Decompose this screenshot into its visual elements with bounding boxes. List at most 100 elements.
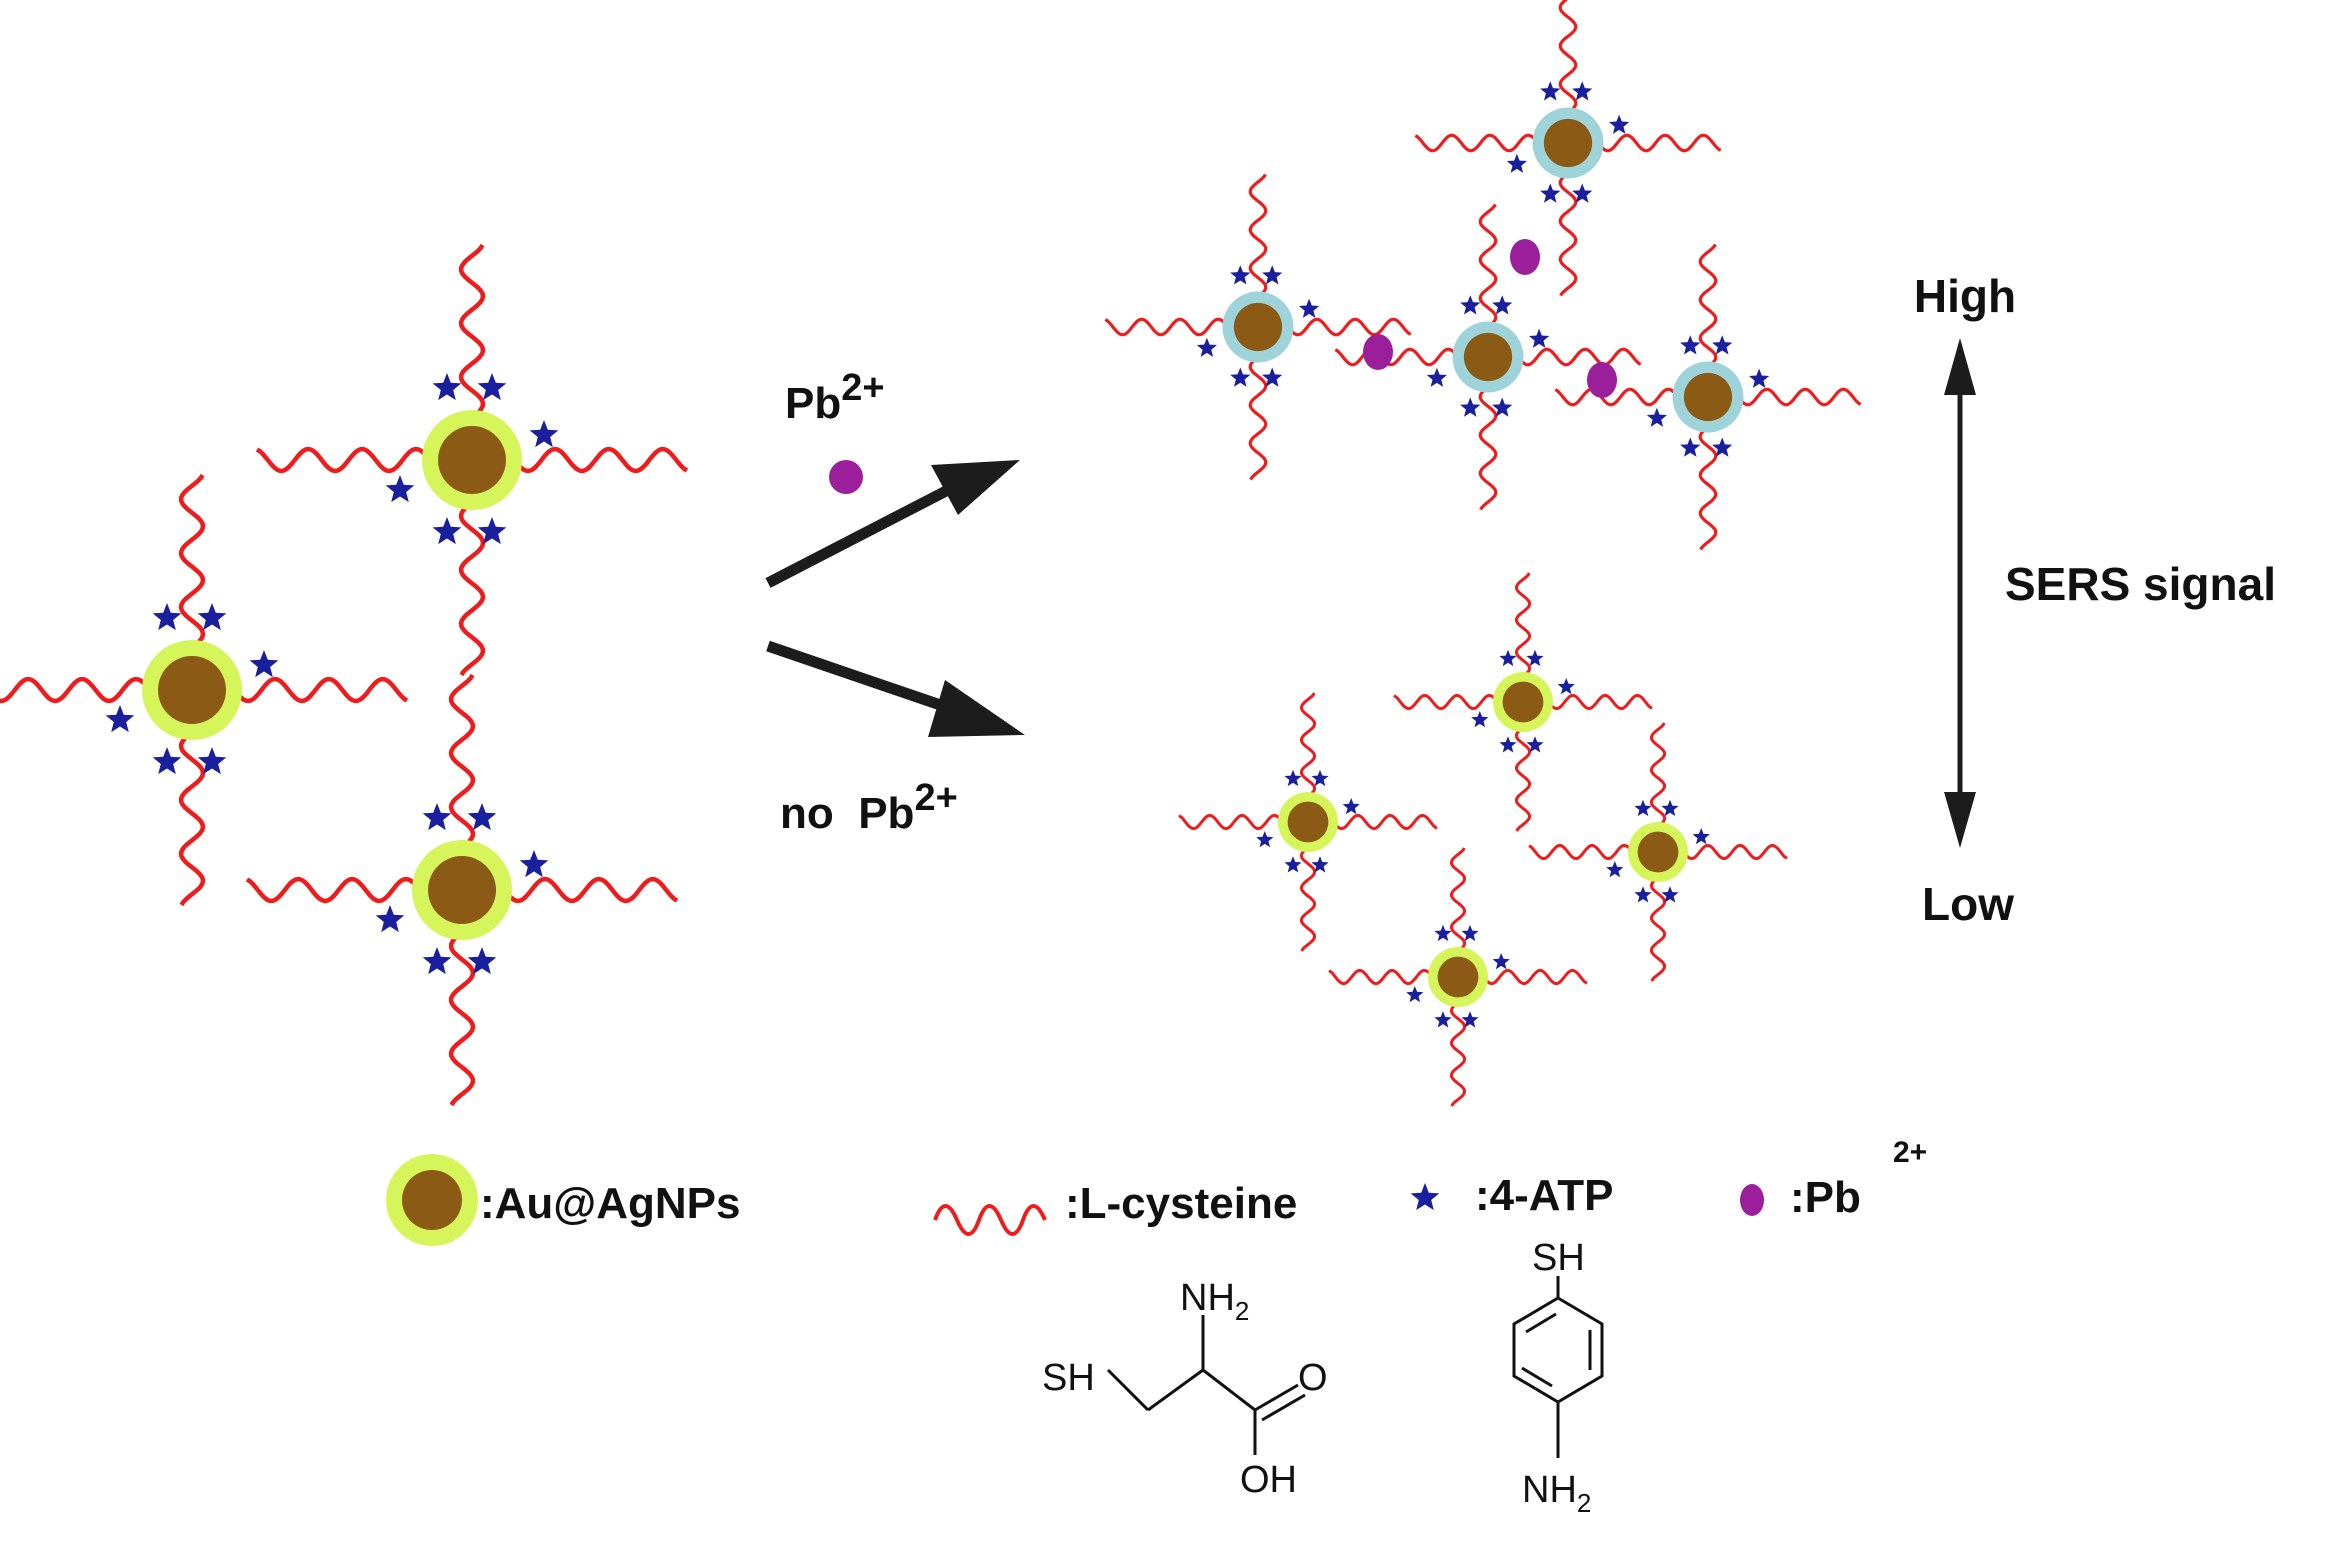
reporter-star <box>1284 769 1302 787</box>
reporter-star <box>1506 153 1527 173</box>
reporter-star <box>375 905 405 933</box>
reporter-star <box>1526 649 1544 667</box>
ligand-chain <box>1698 425 1718 551</box>
reaction-arrows <box>765 460 1025 737</box>
reporter-star <box>152 603 182 631</box>
reporter-star <box>467 803 497 831</box>
nanoparticle <box>1554 243 1862 551</box>
reporter-star <box>1749 368 1770 388</box>
ligand-chain <box>1393 693 1499 711</box>
legend-reporter-star <box>1410 1183 1440 1211</box>
nanoparticle <box>1104 173 1412 481</box>
ligand-chain <box>1682 843 1788 861</box>
ligand-chain <box>1299 692 1317 798</box>
bridging-lead-ion <box>1363 334 1393 370</box>
ligand-chain <box>1248 355 1268 481</box>
cysteine-structure <box>1106 1315 1306 1455</box>
reporter-star <box>477 517 507 545</box>
sers-signal-axis: High Low SERS signal <box>1914 270 2276 930</box>
lead-ion-layer <box>1363 239 1617 398</box>
arrowhead-without-lead <box>928 680 1025 737</box>
reporter-star <box>1634 799 1652 817</box>
reporter-star <box>1646 407 1667 427</box>
ligand-chain <box>245 876 422 904</box>
atp-sh: SH <box>1532 1237 1585 1279</box>
ligand-chain <box>1478 385 1498 511</box>
reporter-star <box>422 947 452 975</box>
legend-nanoparticle-core <box>402 1170 462 1230</box>
cysteine-sh: SH <box>1042 1357 1095 1399</box>
nanoparticle <box>245 673 679 1107</box>
nanoparticle <box>255 243 689 677</box>
reporter-star <box>1299 298 1320 318</box>
ligand-chain <box>1328 968 1434 986</box>
legend-ligand-label: :L-cysteine <box>1065 1179 1297 1228</box>
nanoparticle <box>1178 692 1438 952</box>
reporter-star <box>432 373 462 401</box>
cysteine-nh2: NH2 <box>1180 1277 1249 1326</box>
reporter-star <box>1461 1011 1479 1028</box>
ligand-chain <box>1248 173 1268 299</box>
arrow-without-lead <box>766 640 957 716</box>
reporter-star <box>1606 861 1624 878</box>
ligand-chain <box>1414 133 1540 153</box>
atp-nh2: NH2 <box>1522 1469 1591 1518</box>
reporter-star <box>1461 924 1479 942</box>
ligand-chain <box>1449 847 1467 953</box>
reporter-star <box>1434 924 1452 942</box>
reporter-star <box>385 475 415 503</box>
ligand-chain <box>1516 347 1642 367</box>
legend-ligand-wave <box>933 1204 1047 1236</box>
reporter-star <box>529 420 559 448</box>
reporter-star <box>1661 886 1679 903</box>
reporter-star <box>432 517 462 545</box>
signal-high-label: High <box>1914 270 2016 322</box>
reporter-star <box>1499 649 1517 667</box>
reporter-star <box>1572 81 1593 101</box>
nanoparticle-core <box>158 656 226 724</box>
reporter-star <box>1230 265 1251 285</box>
reporter-star <box>1342 798 1360 815</box>
reporter-star <box>1196 337 1217 357</box>
ligand-chain <box>1649 722 1667 828</box>
reporter-star <box>1499 736 1517 753</box>
reporter-star <box>1256 831 1274 848</box>
reporter-star <box>1434 1011 1452 1028</box>
nanoparticle <box>1528 722 1788 982</box>
nanoparticle-layer <box>0 0 1862 1107</box>
reporter-star <box>152 747 182 775</box>
ligand-chain <box>1528 843 1634 861</box>
ligand-chain <box>1334 347 1460 367</box>
ligand-chain <box>0 676 152 704</box>
bridging-lead-ion <box>1587 362 1617 398</box>
atp-structure <box>1512 1276 1604 1458</box>
reporter-star <box>1262 367 1283 387</box>
nanoparticle <box>1328 847 1588 1107</box>
arrow-with-lead <box>765 485 951 588</box>
ligand-chain <box>1482 968 1588 986</box>
ligand-chain <box>458 500 486 677</box>
reporter-star <box>197 603 227 631</box>
label-with-lead: Pb2+ <box>785 367 885 428</box>
ligand-chain <box>232 676 409 704</box>
reporter-star <box>1712 335 1733 355</box>
ligand-chain <box>1649 876 1667 982</box>
reporter-star <box>1460 295 1481 315</box>
legend-ion-superscript: 2+ <box>1893 1136 1927 1169</box>
reporter-star <box>249 650 279 678</box>
legend-ion-label: :Pb <box>1790 1173 1861 1222</box>
ligand-chain <box>1554 387 1680 407</box>
nanoparticle-core <box>1683 372 1733 422</box>
reporter-star <box>1712 437 1733 457</box>
ligand-chain <box>1558 0 1578 115</box>
free-lead-ion <box>829 460 863 494</box>
reporter-star <box>1492 295 1513 315</box>
ligand-chain <box>178 730 206 907</box>
nanoparticle-core <box>1502 681 1544 723</box>
legend-lead-ion <box>1740 1184 1764 1216</box>
nanoparticle-core <box>1437 956 1479 998</box>
signal-axis-label: SERS signal <box>2005 558 2276 610</box>
reporter-star <box>1460 397 1481 417</box>
ligand-chain <box>1449 1001 1467 1107</box>
